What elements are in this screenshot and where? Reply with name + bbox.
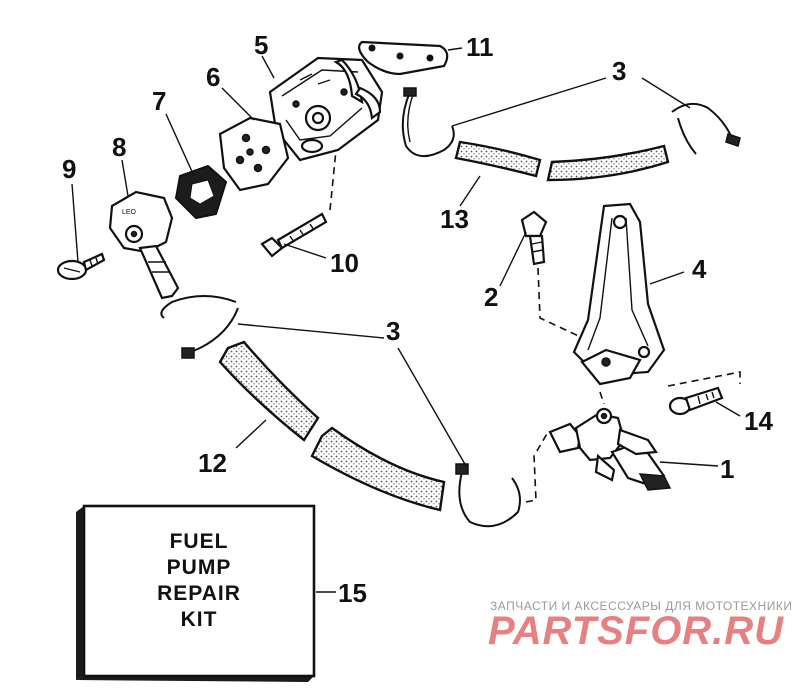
kit-label-line-2: PUMP: [167, 556, 232, 579]
callout-14: 14: [744, 406, 773, 436]
upper-long-hose-part: [546, 144, 670, 182]
lower-long-hose-part: [310, 426, 446, 512]
leader-lines: [71, 55, 741, 593]
repair-kit-box: FUEL PUMP REPAIR KIT: [76, 504, 316, 682]
watermark-logo: PARTSFOR.RU: [488, 609, 784, 653]
kit-label-line-1: FUEL: [170, 530, 229, 553]
diaphragm-part: [218, 116, 290, 192]
watermark: ЗАПЧАСТИ И АКСЕССУАРЫ ДЛЯ МОТОТЕХНИКИ PA…: [488, 599, 792, 653]
callout-8: 8: [112, 132, 126, 162]
hose-13-part: [454, 140, 542, 178]
callout-3-upper: 3: [612, 56, 626, 86]
kit-label-line-3: REPAIR: [157, 582, 241, 605]
gasket-part: [174, 164, 228, 220]
kit-label-line-4: KIT: [181, 608, 218, 631]
callout-6: 6: [206, 62, 220, 92]
callout-5: 5: [254, 30, 268, 60]
callout-12: 12: [198, 448, 227, 478]
callout-11: 11: [466, 32, 494, 62]
callout-13: 13: [440, 204, 469, 234]
bolt-10-part: [260, 212, 328, 258]
fuel-pump-body-part: [268, 56, 384, 162]
lower-right-hose-clamp-part: [455, 463, 521, 528]
callout-3-lower: 3: [386, 316, 400, 346]
hose-12-part: [218, 340, 320, 442]
bolt-14-part: [668, 386, 724, 416]
callout-1: 1: [720, 454, 734, 484]
watermark-tagline: ЗАПЧАСТИ И АКСЕССУАРЫ ДЛЯ МОТОТЕХНИКИ: [490, 599, 792, 613]
fuel-valve-part: [548, 407, 672, 491]
upper-hose-clamp-part: [401, 87, 455, 157]
callout-15: 15: [338, 578, 367, 608]
callout-10: 10: [330, 248, 359, 278]
bolt-2-part: [520, 210, 548, 266]
right-hose-clamp-part: [671, 102, 741, 155]
callout-2: 2: [484, 282, 498, 312]
svg-text:LEO: LEO: [122, 209, 137, 216]
callout-9: 9: [62, 154, 76, 184]
pump-cover-part: LEO: [108, 190, 180, 300]
mounting-bracket-part: [572, 202, 666, 386]
gasket-plate-part: [358, 40, 449, 76]
callout-4: 4: [692, 254, 707, 284]
callout-7: 7: [152, 86, 166, 116]
lower-left-hose-clamp-part: [160, 295, 239, 359]
screw-9-part: [56, 252, 106, 281]
